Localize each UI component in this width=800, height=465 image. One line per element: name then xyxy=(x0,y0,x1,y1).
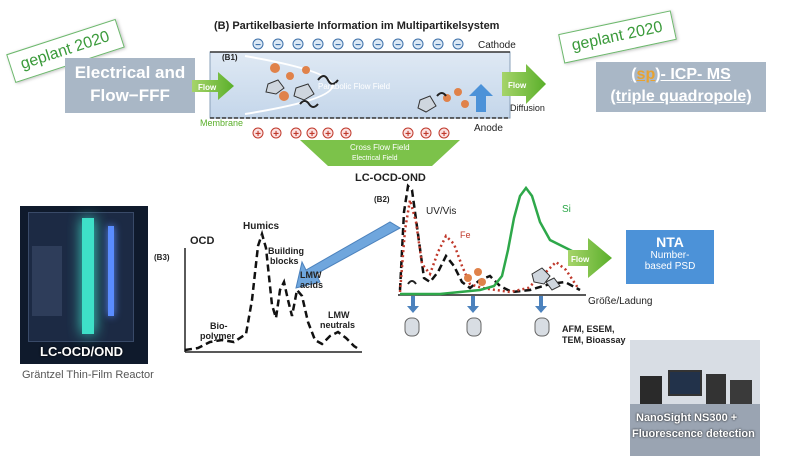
uvvis-label: UV/Vis xyxy=(426,206,456,217)
diffusion-label: Diffusion xyxy=(510,103,545,113)
right-method-box: (sp)- ICP- MS (triple quadropole) xyxy=(596,62,766,112)
left-method-box: Electrical and Flow−FFF xyxy=(65,58,195,113)
membrane-label: Membrane xyxy=(200,118,243,128)
b2-sample-markers xyxy=(407,296,547,313)
anode-plus-signs: + + + + + + + + + xyxy=(255,129,447,140)
left-box-line2: Flow−FFF xyxy=(90,86,170,105)
flow-in-label: Flow xyxy=(198,83,217,92)
nanosight-device-1 xyxy=(640,376,662,404)
reactor-photo-label: LC-OCD/OND xyxy=(40,344,124,359)
flow-out-arrow xyxy=(502,64,546,104)
nanosight-device-2 xyxy=(706,374,726,404)
biopolymer-label-2: polymer xyxy=(200,331,236,341)
fe-curve xyxy=(398,199,580,294)
nanosight-monitor xyxy=(668,370,702,396)
lmw-acids-label-2: acids xyxy=(300,280,323,290)
right-box-line2: (triple quadropole) xyxy=(610,88,752,105)
reactor-glow xyxy=(108,226,114,316)
si-curve xyxy=(400,185,587,296)
b2-particles xyxy=(407,267,561,291)
anode-charges xyxy=(252,127,450,139)
flow-out-label: Flow xyxy=(508,81,527,90)
svg-text:−: − xyxy=(375,40,381,51)
b3-label: (B3) xyxy=(154,253,170,262)
lmw-acids-label-1: LMW xyxy=(300,270,322,280)
lcocd-title: LC-OCD-OND xyxy=(355,172,426,184)
svg-text:−: − xyxy=(355,40,361,51)
si-label: Si xyxy=(562,204,571,215)
svg-text:−: − xyxy=(455,40,461,51)
nta-line1: Number- xyxy=(650,250,690,261)
nta-line2: based PSD xyxy=(644,261,696,272)
section-title: (B) Partikelbasierte Information im Mult… xyxy=(214,20,500,32)
reactor-panel xyxy=(32,246,62,316)
building-label: Building xyxy=(268,246,304,256)
right-box-line1-rest: )- ICP- MS xyxy=(655,66,731,83)
svg-text:−: − xyxy=(295,40,301,51)
svg-text:+: + xyxy=(343,129,349,140)
lmw-neutrals-label-2: neutrals xyxy=(320,320,355,330)
b2-vials xyxy=(404,317,550,337)
ocd-label: OCD xyxy=(190,235,215,247)
nta-title: NTA xyxy=(656,234,684,250)
svg-text:+: + xyxy=(293,129,299,140)
size-charge-label: Größe/Ladung xyxy=(588,296,653,307)
parabolic-profile xyxy=(244,55,334,115)
cross-flow-field xyxy=(300,140,460,166)
svg-text:+: + xyxy=(309,129,315,140)
channel-particles xyxy=(265,63,469,113)
left-box-line1: Electrical and xyxy=(74,63,186,82)
svg-text:+: + xyxy=(255,129,261,140)
parabolic-label: Parabolic Flow Field xyxy=(318,82,390,91)
blocks-label: blocks xyxy=(270,256,299,266)
flow-in-arrow xyxy=(192,72,234,100)
fe-label: Fe xyxy=(460,230,471,240)
biopolymer-label-1: Bio- xyxy=(210,321,228,331)
svg-text:−: − xyxy=(255,40,261,51)
sp-label: sp xyxy=(636,66,656,83)
ocd-curve xyxy=(184,229,361,352)
nanosight-label-1: NanoSight NS300 + xyxy=(636,412,738,424)
fff-channel xyxy=(209,51,511,119)
nanosight-photo: NanoSight NS300 + Fluorescence detection xyxy=(630,340,760,456)
humics-label: Humics xyxy=(243,221,280,232)
cathode-charges xyxy=(252,38,464,50)
reactor-photo: LC-OCD/OND xyxy=(20,206,148,364)
cathode-label: Cathode xyxy=(478,40,516,51)
svg-text:−: − xyxy=(315,40,321,51)
reactor-caption: Gräntzel Thin-Film Reactor xyxy=(22,369,154,381)
b2-label: (B2) xyxy=(374,195,390,204)
svg-text:+: + xyxy=(405,129,411,140)
svg-text:−: − xyxy=(395,40,401,51)
b1-label: (B1) xyxy=(222,53,238,62)
electrical-field-label: Electrical Field xyxy=(352,155,398,162)
right-box-line1: (sp)- ICP- MS xyxy=(596,64,766,86)
svg-text:−: − xyxy=(435,40,441,51)
anode-label: Anode xyxy=(474,123,503,134)
b2-flow-label: Flow xyxy=(571,255,590,264)
uvvis-curve xyxy=(398,183,581,294)
cathode-minus-signs: −− −− −− −− −− − xyxy=(255,40,461,51)
methods-label-2: TEM, Bioassay xyxy=(562,335,626,345)
svg-text:+: + xyxy=(273,129,279,140)
cross-flow-label: Cross Flow Field xyxy=(350,143,410,152)
svg-text:−: − xyxy=(335,40,341,51)
nanosight-label-2: Fluorescence detection xyxy=(632,428,755,440)
nta-box: NTA Number- based PSD xyxy=(626,230,714,284)
svg-text:+: + xyxy=(325,129,331,140)
svg-text:−: − xyxy=(275,40,281,51)
reactor-tube xyxy=(82,218,94,334)
b2-flow-arrow xyxy=(568,238,612,278)
nanosight-device-3 xyxy=(730,380,752,404)
methods-label-1: AFM, ESEM, xyxy=(562,324,615,334)
svg-text:+: + xyxy=(441,129,447,140)
open-paren: ( xyxy=(631,66,637,83)
lmw-neutrals-label-1: LMW xyxy=(328,310,350,320)
svg-text:−: − xyxy=(415,40,421,51)
lc-ocd-arrow xyxy=(295,221,402,289)
diffusion-arrow xyxy=(469,84,493,112)
svg-text:+: + xyxy=(423,129,429,140)
